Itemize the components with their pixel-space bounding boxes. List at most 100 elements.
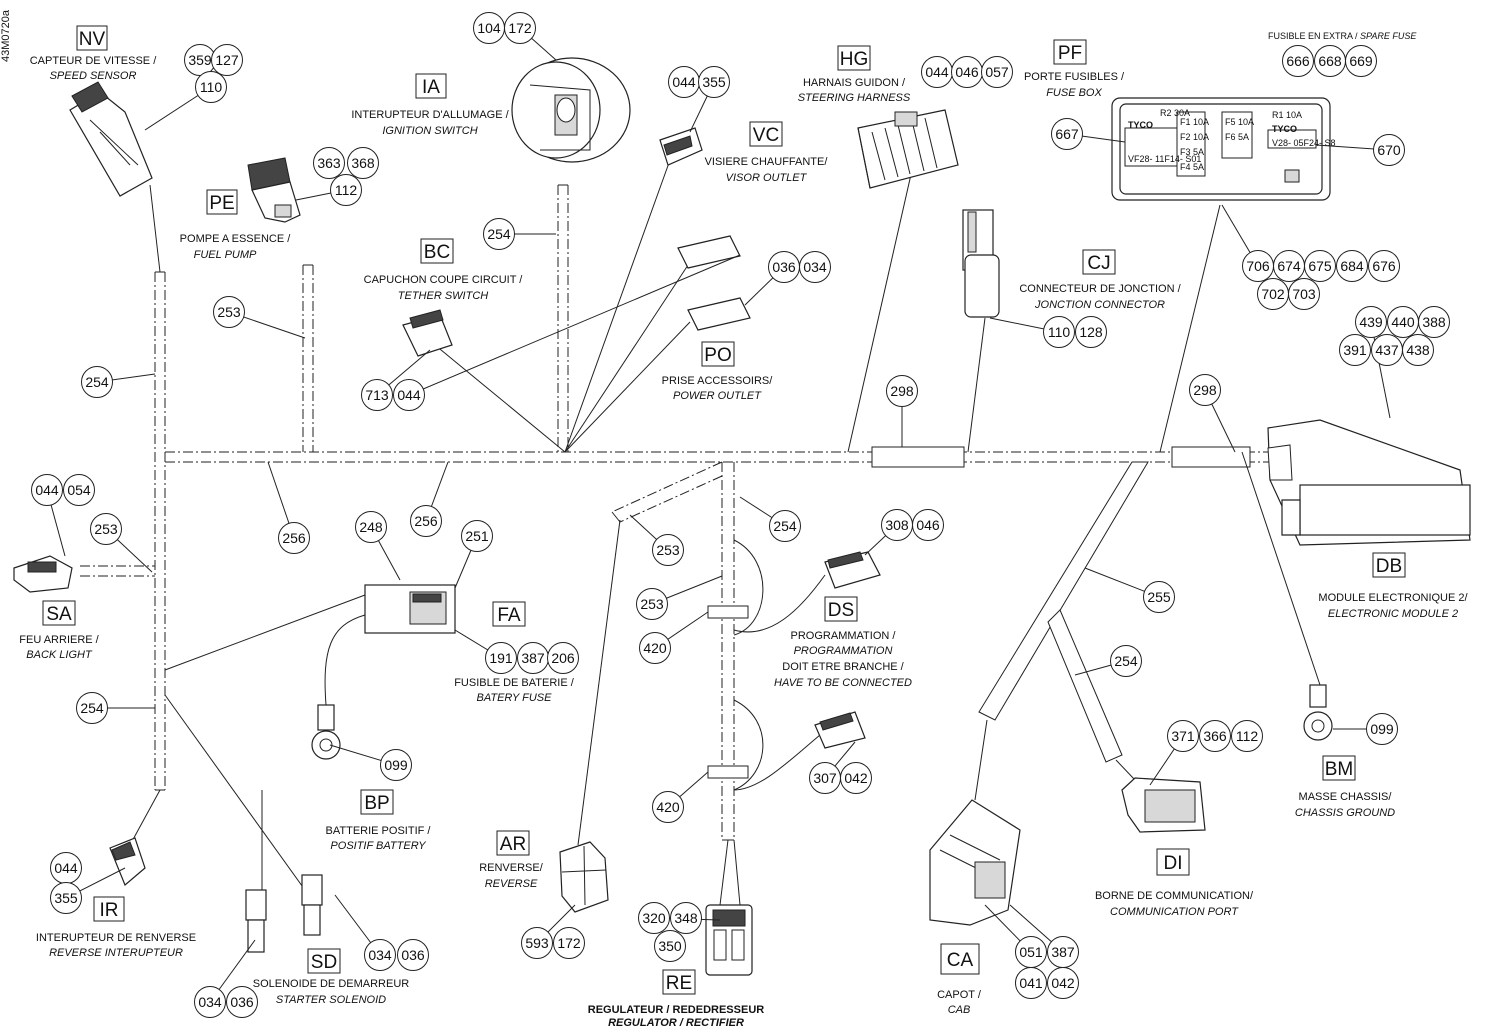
callout-circle	[50, 882, 82, 914]
callout-number: 034	[368, 947, 392, 963]
fuse-box-relay-r2: R2 30A	[1160, 108, 1190, 118]
callout-number: 254	[487, 226, 511, 242]
callout-circle	[652, 534, 684, 566]
callout-circle	[364, 939, 396, 971]
callout-circle	[278, 522, 310, 554]
code-ia: IA	[422, 77, 440, 98]
callout-circle	[504, 12, 536, 44]
fuel-pump-part	[247, 157, 301, 223]
label-en-po: POWER OUTLET	[673, 390, 762, 402]
label-fr-ir: INTERUPTEUR DE RENVERSE	[36, 932, 196, 944]
callout-circle	[461, 520, 493, 552]
callout-number: 703	[1292, 286, 1316, 302]
label-en-ir: REVERSE INTERUPTEUR	[49, 947, 183, 959]
callout-number: 256	[282, 530, 306, 546]
callout-circle	[1368, 250, 1400, 282]
code-hg: HG	[840, 49, 869, 70]
callout-number: 044	[925, 64, 949, 80]
code-pe: PE	[209, 193, 234, 214]
callout-circle	[1167, 720, 1199, 752]
label-fr-bp: BATTERIE POSITIF /	[326, 825, 432, 837]
label-en-ca: CAB	[948, 1004, 971, 1016]
callout-circle	[195, 71, 227, 103]
code-vc: VC	[753, 125, 779, 146]
code-di: DI	[1164, 853, 1183, 874]
regulator-rectifier-part	[705, 904, 753, 976]
callout-circle	[1015, 967, 1047, 999]
programmation-connector-2-part	[814, 711, 866, 749]
callout-circle	[361, 379, 393, 411]
callout-circle	[90, 513, 122, 545]
fuse-box-part-left: VF28- 11F14- S01	[1128, 154, 1201, 164]
callout-circle	[213, 296, 245, 328]
callout-number: 670	[1377, 142, 1401, 158]
label-fr-pf: PORTE FUSIBLES /	[1024, 71, 1125, 83]
spare-fuse-label: FUSIBLE EN EXTRA / SPARE FUSE	[1268, 31, 1417, 41]
callout-leader	[1370, 321, 1391, 419]
chassis-ground-part	[1303, 684, 1333, 741]
label-fr-hg: HARNAIS GUIDON /	[803, 77, 906, 89]
ignition-switch-part	[511, 57, 631, 163]
code-ir: IR	[100, 900, 119, 921]
label-en-bp: POSITIF BATTERY	[330, 840, 426, 852]
label-en-pf: FUSE BOX	[1046, 87, 1102, 99]
communication-port-part	[1121, 777, 1206, 833]
callout-circle	[638, 902, 670, 934]
label-fr-ar: RENVERSE/	[479, 862, 544, 874]
label-en2-ds: HAVE TO BE CONNECTED	[774, 677, 912, 689]
label-fr-cj: CONNECTEUR DE JONCTION /	[1019, 283, 1181, 295]
label-en-fa: BATERY FUSE	[477, 692, 553, 704]
callout-number: 308	[885, 517, 909, 533]
label-fr-nv: CAPTEUR DE VITESSE /	[30, 55, 157, 67]
code-cj: CJ	[1087, 253, 1110, 274]
steering-harness-part	[857, 109, 959, 189]
callout-number: 036	[230, 994, 254, 1010]
callout-number: 253	[640, 596, 664, 612]
callout-circle	[769, 510, 801, 542]
callout-number: 046	[916, 517, 940, 533]
callout-number: 255	[1147, 589, 1171, 605]
callout-circle	[1051, 118, 1083, 150]
code-ar: AR	[500, 834, 526, 855]
callout-circle	[380, 749, 412, 781]
label-en-hg: STEERING HARNESS	[798, 92, 911, 104]
code-sd: SD	[311, 952, 337, 973]
callout-number: 298	[890, 383, 914, 399]
callout-number: 253	[656, 542, 680, 558]
fuse-f6: F6 5A	[1225, 132, 1249, 142]
callout-circle	[547, 642, 579, 674]
battery-fuse-part	[364, 584, 456, 634]
callout-number: 440	[1391, 314, 1415, 330]
callout-circle	[1199, 720, 1231, 752]
callout-circle	[1075, 316, 1107, 348]
callout-number: 127	[215, 52, 239, 68]
callout-number: 669	[1349, 53, 1373, 69]
label-en-re: REGULATOR / RECTIFIER	[608, 1017, 744, 1028]
callout-number: 706	[1246, 258, 1270, 274]
callout-number: 044	[54, 860, 78, 876]
callout-number: 034	[803, 259, 827, 275]
label-fr-sd: SOLENOIDE DE DEMARREUR	[253, 978, 410, 990]
callout-number: 110	[200, 79, 223, 95]
back-light-part	[13, 555, 73, 593]
callout-number: 191	[489, 650, 513, 666]
callout-number: 104	[477, 20, 501, 36]
callout-circle	[63, 474, 95, 506]
callout-number: 036	[772, 259, 796, 275]
label-en-cj: JONCTION CONNECTOR	[1034, 299, 1165, 311]
callout-number: 172	[508, 20, 532, 36]
callout-circle	[1288, 278, 1320, 310]
jonction-connector-part	[962, 209, 1000, 318]
callout-circle	[1143, 581, 1175, 613]
callout-number: 099	[384, 757, 408, 773]
callout-circle	[698, 66, 730, 98]
callout-circle	[393, 379, 425, 411]
callout-number: 368	[351, 155, 375, 171]
code-nv: NV	[79, 29, 106, 50]
callout-number: 253	[217, 304, 241, 320]
label-fr-po: PRISE ACCESSOIRS/	[662, 375, 774, 387]
callout-number: 054	[67, 482, 91, 498]
callout-number: 359	[188, 52, 212, 68]
callout-number: 666	[1286, 53, 1310, 69]
label-en-di: COMMUNICATION PORT	[1110, 906, 1239, 918]
